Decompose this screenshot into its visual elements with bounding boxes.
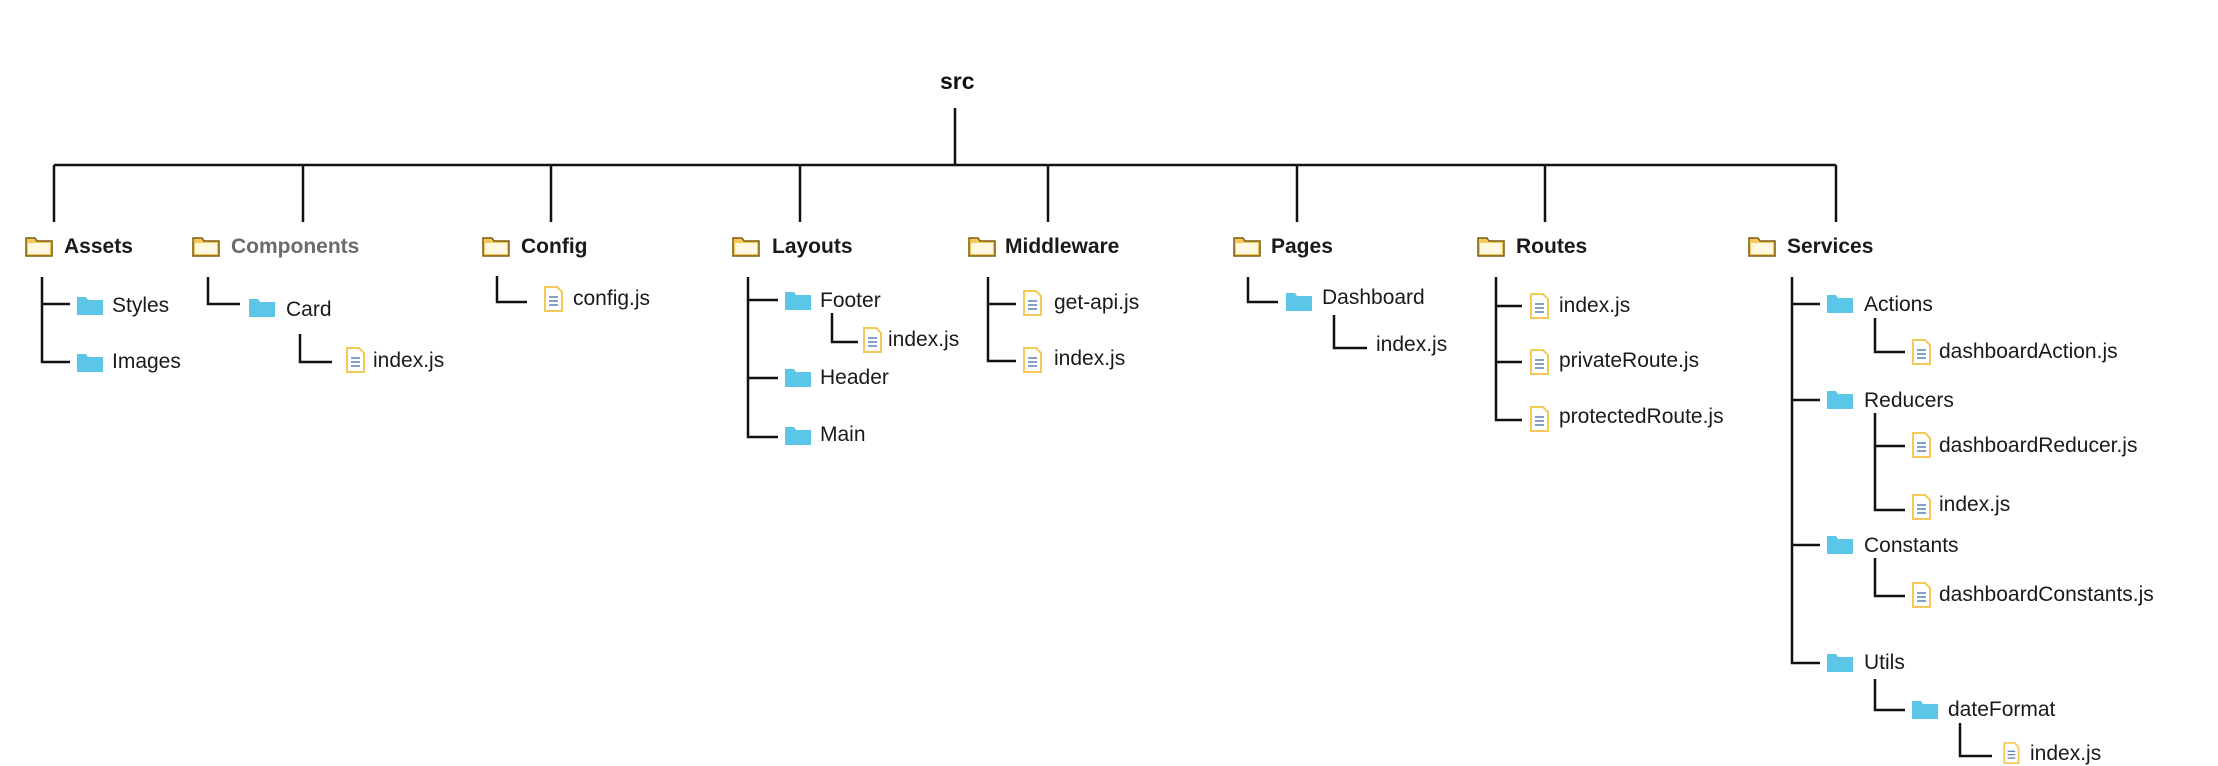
js-file-icon (1530, 293, 1549, 319)
folder-open-icon (1477, 237, 1505, 257)
folder-icon (785, 427, 811, 445)
file-routes-index[interactable]: index.js (1559, 294, 1631, 317)
folder-date-format[interactable]: dateFormat (1948, 698, 2056, 721)
folder-open-icon (1748, 237, 1776, 257)
file-config-js[interactable]: config.js (573, 287, 651, 310)
folder-main[interactable]: Main (820, 423, 866, 446)
file-middleware-index[interactable]: index.js (1054, 347, 1126, 370)
folder-card[interactable]: Card (286, 298, 332, 321)
folder-footer[interactable]: Footer (820, 289, 881, 312)
js-file-icon (1023, 347, 1042, 373)
file-components-index[interactable]: index.js (373, 349, 445, 372)
file-dashboard-action[interactable]: dashboardAction.js (1939, 340, 2118, 363)
folder-config[interactable]: Config (521, 235, 588, 258)
file-dashboard-constants[interactable]: dashboardConstants.js (1939, 583, 2154, 606)
js-file-icon (1912, 339, 1931, 365)
js-file-icon (1023, 290, 1042, 316)
folder-dashboard[interactable]: Dashboard (1322, 286, 1425, 309)
file-footer-index[interactable]: index.js (888, 328, 960, 351)
js-file-icon (863, 327, 882, 353)
folder-icon (785, 369, 811, 387)
js-file-icon (346, 347, 365, 373)
folder-icon (1827, 654, 1853, 672)
file-get-api-js[interactable]: get-api.js (1054, 291, 1140, 314)
folder-images[interactable]: Images (112, 350, 181, 373)
js-file-icon (1912, 582, 1931, 608)
folder-icon (249, 299, 275, 317)
folder-components[interactable]: Components (231, 235, 360, 258)
folder-icon (785, 292, 811, 310)
folder-utils[interactable]: Utils (1864, 651, 1905, 674)
folder-services[interactable]: Services (1787, 235, 1874, 258)
folder-pages[interactable]: Pages (1271, 235, 1333, 258)
root-folder-label: src (940, 68, 975, 94)
folder-actions[interactable]: Actions (1864, 293, 1933, 316)
folder-styles[interactable]: Styles (112, 294, 170, 317)
folder-icon (77, 297, 103, 315)
file-protected-route[interactable]: protectedRoute.js (1559, 405, 1724, 428)
js-file-icon (1912, 432, 1931, 458)
js-file-icon (1530, 406, 1549, 432)
folder-icon (1827, 536, 1853, 554)
folder-icon (1912, 701, 1938, 719)
folder-open-icon (732, 237, 760, 257)
file-private-route[interactable]: privateRoute.js (1559, 349, 1700, 372)
folder-open-icon (1233, 237, 1261, 257)
folder-open-icon (968, 237, 996, 257)
js-file-icon (1530, 349, 1549, 375)
js-file-icon (2003, 742, 2020, 764)
file-date-format-index[interactable]: index.js (2030, 742, 2102, 765)
js-file-icon (1912, 494, 1931, 520)
js-file-icon (544, 286, 563, 312)
folder-layouts[interactable]: Layouts (772, 235, 853, 258)
folder-open-icon (482, 237, 510, 257)
folder-routes[interactable]: Routes (1516, 235, 1588, 258)
folder-open-icon (192, 237, 220, 257)
folder-reducers[interactable]: Reducers (1864, 389, 1954, 412)
folder-assets[interactable]: Assets (64, 235, 133, 258)
folder-icon (1286, 293, 1312, 311)
folder-icon (77, 354, 103, 372)
folder-middleware[interactable]: Middleware (1005, 235, 1120, 258)
file-dashboard-index[interactable]: index.js (1376, 333, 1448, 356)
folder-icon (1827, 391, 1853, 409)
folder-header[interactable]: Header (820, 366, 889, 389)
folder-icon (1827, 295, 1853, 313)
file-reducers-index[interactable]: index.js (1939, 493, 2011, 516)
folder-constants[interactable]: Constants (1864, 534, 1959, 557)
folder-open-icon (25, 237, 53, 257)
file-dashboard-reducer[interactable]: dashboardReducer.js (1939, 434, 2138, 457)
